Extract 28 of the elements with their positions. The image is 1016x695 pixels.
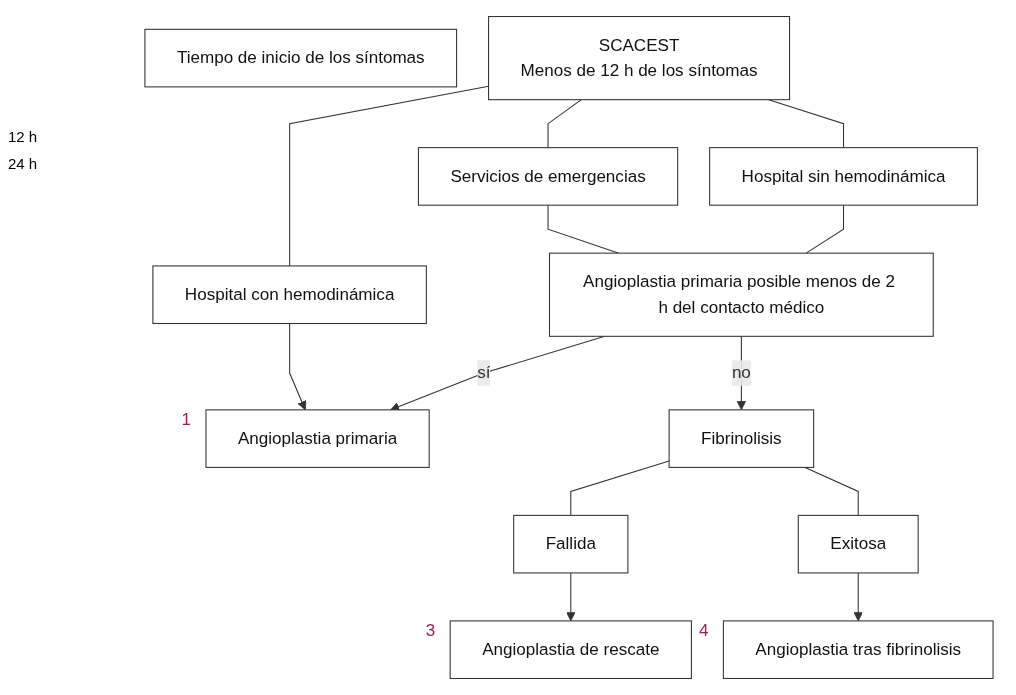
connector [547,204,620,254]
step-number: 4 [699,620,709,640]
edge-label: sí [477,363,491,382]
edge-label: no [731,363,751,382]
node-box: Angioplastia de rescate [449,620,692,679]
arrow [853,572,863,622]
node-box: Angioplastia primaria posible menos de 2 h del contacto médico [548,252,934,337]
connector [547,99,582,149]
node-box: Fallida [513,514,629,574]
arrow [289,323,307,411]
connector [805,204,845,254]
arrow [566,572,576,622]
time-mark-label: 12 h [8,128,39,145]
node-box: Angioplastia tras fibrinolisis [722,620,994,679]
step-number: 3 [425,620,436,640]
node-box: Tiempo de inicio de los síntomas [144,28,458,88]
time-mark-label: 24 h [8,155,39,172]
connector [768,99,845,149]
node-box: Exitosa [797,514,919,574]
node-box: Fibrinolisis [668,409,815,468]
node-box: Hospital sin hemodinámica [709,147,978,206]
node-box: Servicios de emergencias [417,147,679,206]
connector [804,466,859,516]
connector [570,460,670,516]
node-box: Hospital con hemodinámica [152,265,427,325]
step-number: 1 [181,409,192,429]
node-box: SCACEST Menos de 12 h de los síntomas [488,16,791,101]
node-box: Angioplastia primaria [205,409,430,468]
